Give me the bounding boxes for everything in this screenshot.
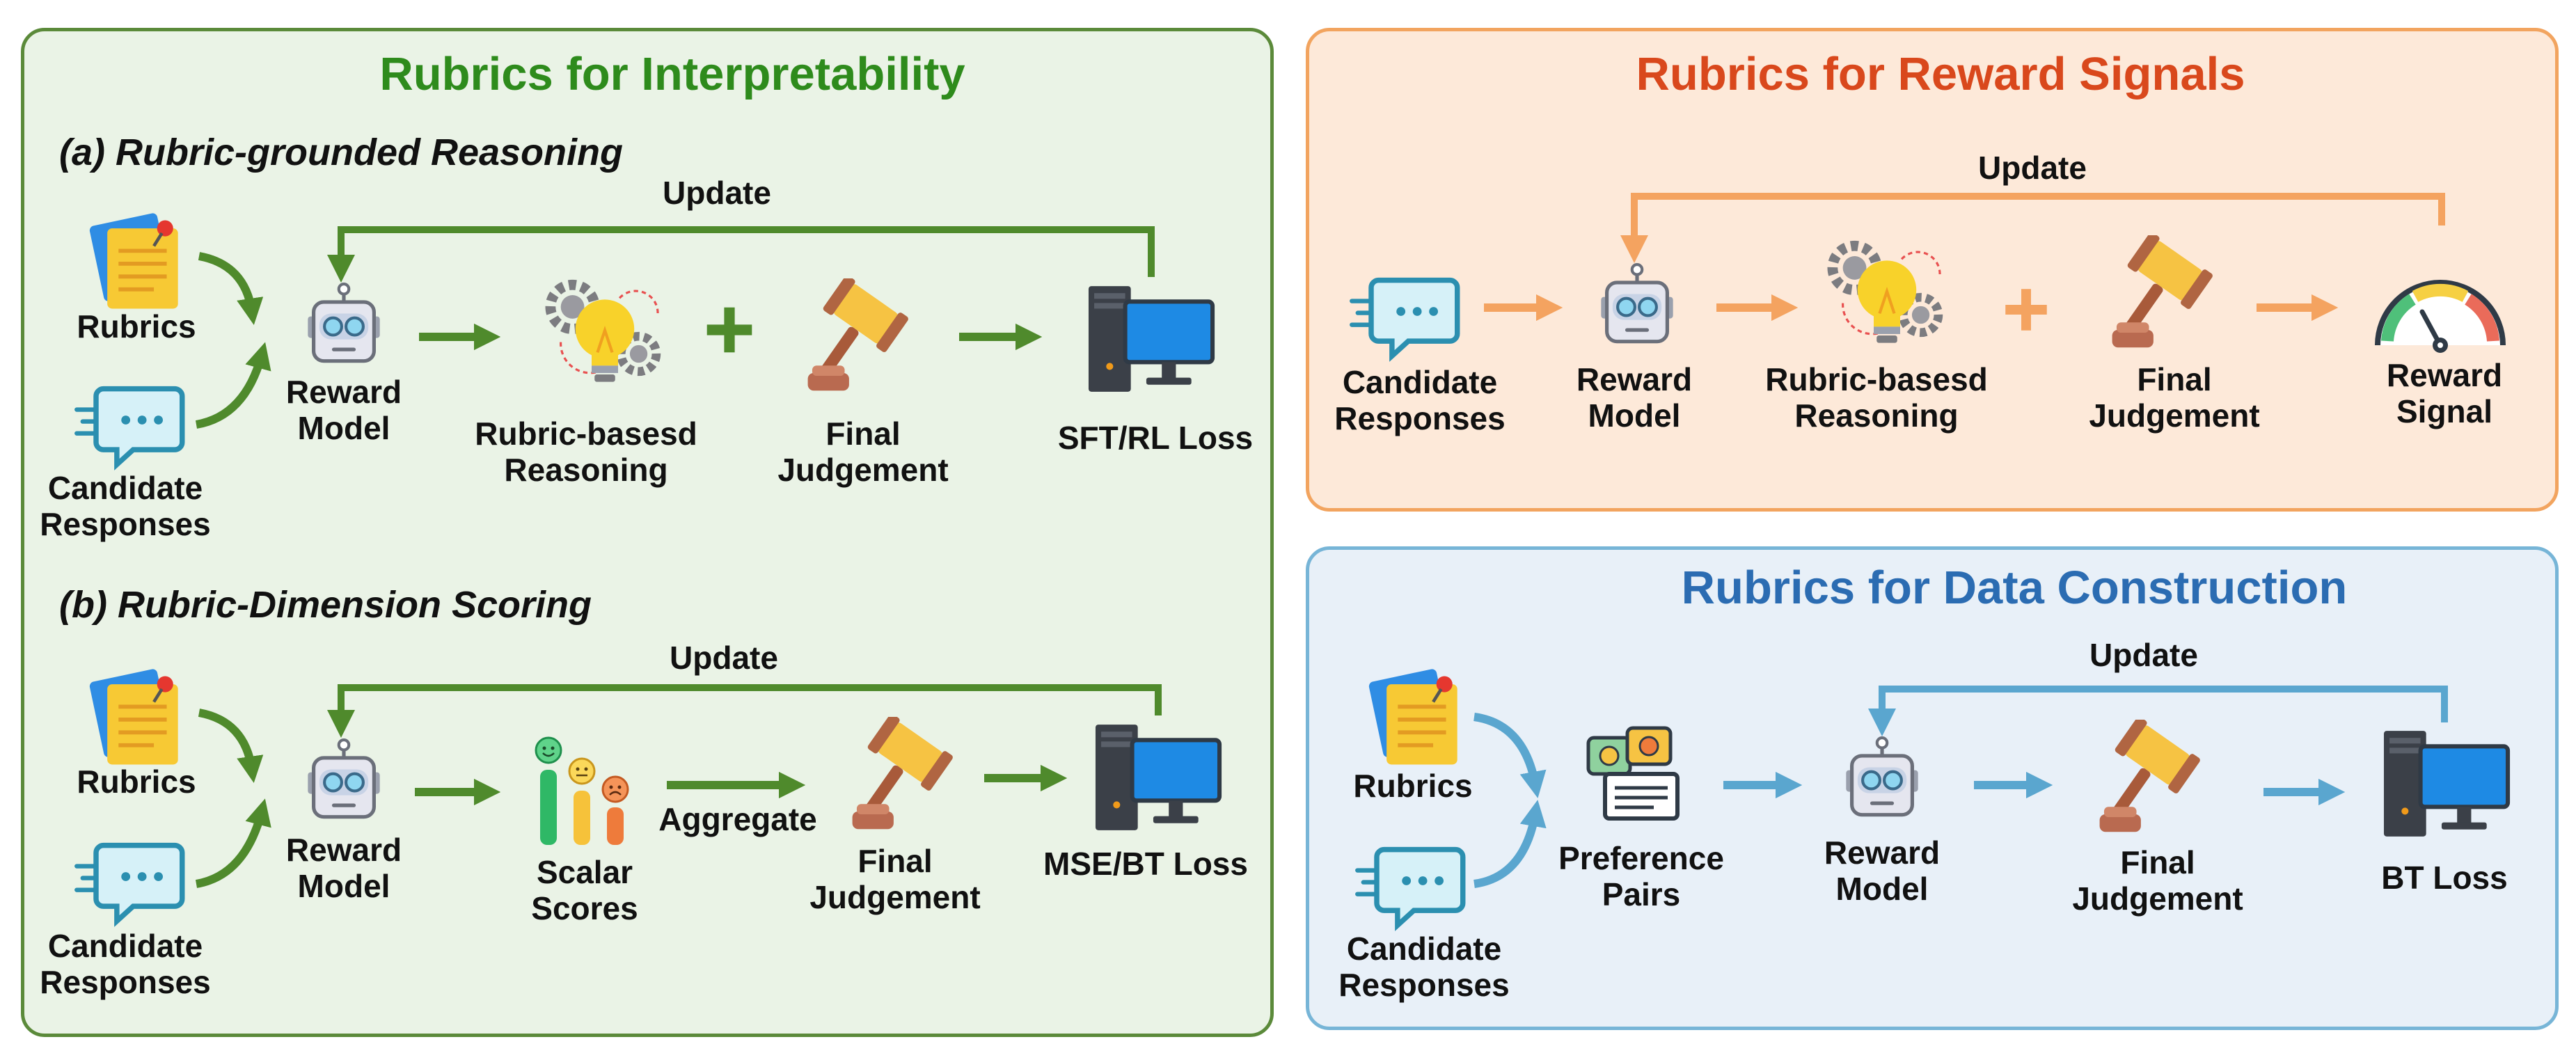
arrows-reward — [1484, 193, 2445, 322]
reward-model-label: Reward Model — [285, 374, 402, 446]
judgement-label: Final Judgement — [2089, 361, 2260, 434]
subtitle-a: (a) Rubric-grounded Reasoning — [59, 132, 623, 173]
candidate-label: Candidate Responses — [40, 928, 211, 1000]
judgement-label: Final Judgement — [777, 416, 949, 488]
reward-signal-label: Reward Signal — [2386, 357, 2503, 429]
reward-model-label: Reward Model — [1824, 834, 1941, 907]
reward-signals-title: Rubrics for Reward Signals — [1636, 48, 2245, 100]
preference-pairs-label: Preference Pairs — [1558, 840, 1724, 912]
loss-label: SFT/RL Loss — [1057, 420, 1254, 456]
loss-label: MSE/BT Loss — [1043, 846, 1248, 882]
candidate-label: Candidate Responses — [40, 470, 211, 542]
reward-signals-panel — [1306, 28, 2559, 512]
reward-model-label: Reward Model — [285, 832, 402, 904]
rubrics-label: Rubrics — [77, 764, 196, 800]
reasoning-label: Rubric-basesd Reasoning — [1765, 361, 1988, 434]
scalar-scores-label: Scalar Scores — [531, 854, 638, 926]
update-label: Update — [663, 175, 771, 211]
arrows-data — [1473, 686, 2448, 888]
arrows-b — [195, 684, 1162, 888]
reasoning-label: Rubric-basesd Reasoning — [475, 416, 697, 488]
interpretability-title: Rubrics for Interpretability — [379, 48, 965, 100]
subtitle-b: (b) Rubric-Dimension Scoring — [59, 584, 592, 626]
update-label: Update — [670, 640, 778, 676]
candidate-label: Candidate Responses — [1334, 364, 1506, 436]
rubrics-label: Rubrics — [77, 308, 196, 345]
rubrics-label: Rubrics — [1353, 768, 1473, 804]
judgement-label: Final Judgement — [809, 843, 981, 915]
candidate-label: Candidate Responses — [1338, 931, 1510, 1003]
reward-model-label: Reward Model — [1576, 361, 1693, 434]
data-construction-title: Rubrics for Data Construction — [1681, 562, 2348, 614]
update-label: Update — [1978, 150, 2087, 186]
arrows-a — [195, 226, 1155, 429]
data-construction-panel — [1306, 546, 2559, 1030]
loss-label: BT Loss — [2381, 860, 2508, 896]
judgement-label: Final Judgement — [2072, 844, 2243, 917]
update-label: Update — [2089, 637, 2198, 673]
aggregate-label: Aggregate — [658, 801, 817, 837]
